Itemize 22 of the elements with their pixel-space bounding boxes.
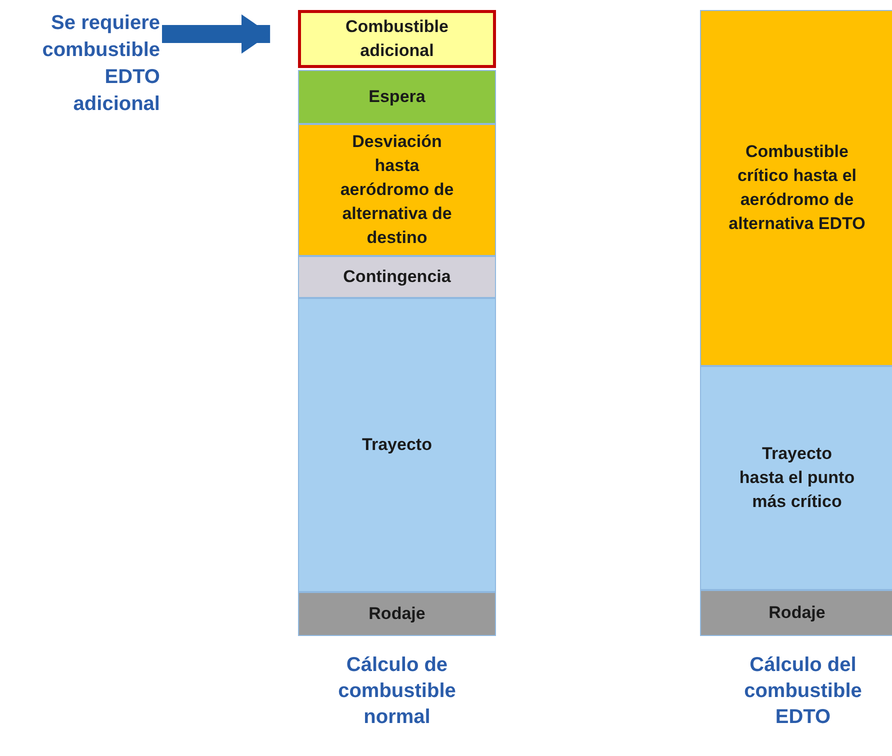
segment-label: Desviación hasta aeródromo de alternativa de destino [339,131,455,249]
bar-segment [298,592,496,636]
segment-label: Espera [368,86,426,108]
segment-label: Trayecto hasta el punto más crítico [738,443,856,513]
note-text: Se requiere combustible EDTO adicional [41,11,160,117]
bar-segment [298,256,496,298]
segment-label: Trayecto [362,434,432,456]
segment-label: Combustible adicional [344,16,450,62]
block-arrow [162,14,270,54]
bar-segment [298,70,496,124]
bar-segment [298,10,496,68]
bar-segment [298,298,496,592]
segment-label: Contingencia [343,266,451,288]
bar-segment [298,124,496,256]
column-caption: Cálculo de combustible normal [337,653,457,730]
bar-segment [700,590,892,636]
column-caption: Cálculo del combustible EDTO [743,653,863,730]
segment-label: Rodaje [768,602,826,624]
segment-label: Rodaje [368,603,426,625]
segment-label: Combustible crítico hasta el aeródromo de alternativa EDTO [728,141,866,235]
bar-segment [700,366,892,590]
bar-segment [700,10,892,366]
